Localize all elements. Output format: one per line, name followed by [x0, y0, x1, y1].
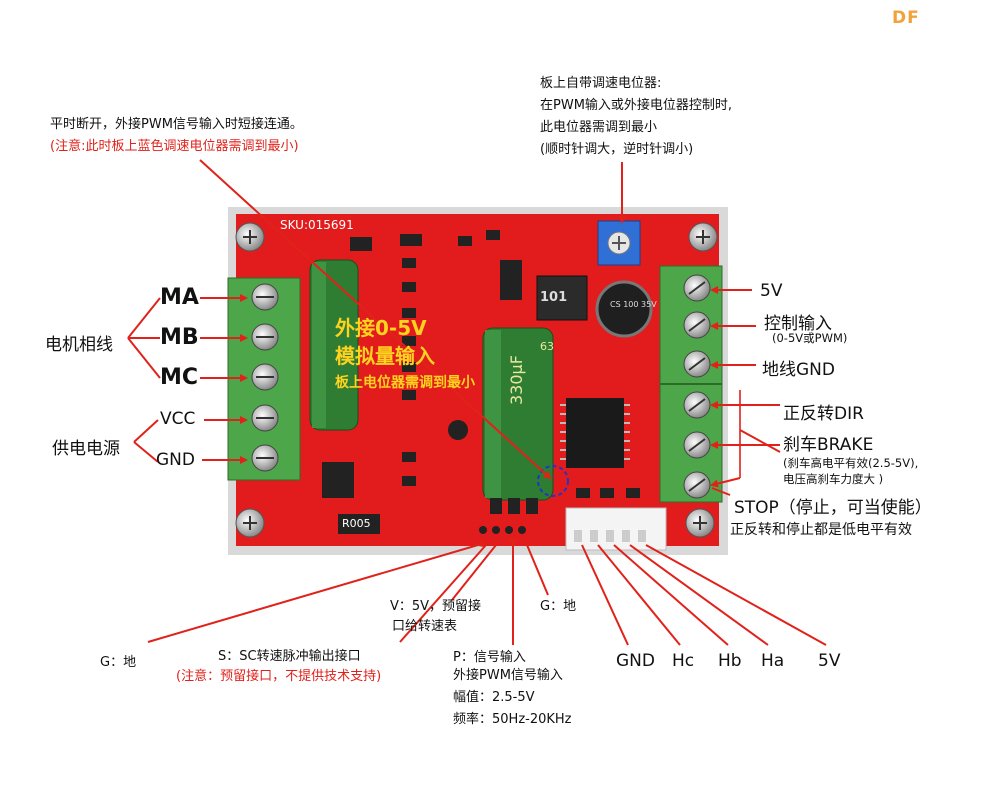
label-dir: 正反转DIR	[783, 404, 864, 424]
overlay-analog-note: 板上电位器需调到最小	[335, 375, 475, 391]
pwm-jumper-marker	[537, 465, 569, 497]
overlay-analog-title: 外接0-5V	[335, 316, 427, 340]
label-5v-right: 5V	[760, 281, 783, 301]
small-capacitor	[595, 280, 653, 338]
label-p-line2: 外接PWM信号输入	[453, 668, 563, 683]
label-low-active: 正反转和停止都是低电平有效	[730, 522, 912, 538]
mounting-screw	[235, 222, 265, 252]
label-control-input: 控制输入	[764, 314, 832, 334]
label-s-warning: (注意：预留接口，不提供技术支持)	[176, 669, 382, 684]
pcb-board	[236, 214, 719, 546]
hall-connector	[565, 507, 667, 551]
label-v-line2: 口给转速表	[392, 619, 458, 634]
terminal-screw	[683, 311, 711, 339]
mounting-screw	[235, 508, 265, 538]
inductor-label: 101	[540, 290, 568, 305]
label-mb: MB	[160, 325, 199, 350]
pot-note-line4: (顺时针调大，逆时针调小)	[540, 142, 694, 157]
bracket-motor	[127, 297, 161, 379]
label-g-right: G：地	[540, 599, 577, 614]
potentiometer-note: 板上自带调速电位器: 在PWM输入或外接电位器控制时, 此电位器需调到最小 (顺…	[540, 73, 732, 161]
brand-logo: DF	[892, 8, 920, 28]
label-stop: STOP（停止，可当使能）	[734, 498, 932, 518]
label-p-line4: 频率：50Hz-20KHz	[453, 712, 572, 727]
terminal-screw	[251, 323, 279, 351]
label-gnd-right: 地线GND	[762, 360, 835, 380]
terminal-screw	[683, 471, 711, 499]
label-hall-gnd: GND	[616, 651, 655, 671]
mounting-screw	[688, 222, 718, 252]
terminal-screw	[251, 283, 279, 311]
inductor	[536, 275, 588, 321]
terminal-screw	[683, 350, 711, 378]
label-hall-hb: Hb	[718, 651, 742, 671]
bracket-power	[133, 419, 159, 463]
label-hall-5v: 5V	[818, 651, 841, 671]
label-brake-note2: 电压高刹车力度大 )	[783, 472, 884, 486]
pot-note-line3: 此电位器需调到最小	[540, 120, 658, 135]
small-cap-label: CS 100 35V	[610, 300, 657, 309]
label-ma: MA	[160, 285, 199, 310]
speed-connector-pins	[468, 520, 536, 536]
label-vcc: VCC	[160, 409, 196, 429]
label-motor-phase: 电机相线	[45, 335, 113, 355]
label-mc: MC	[160, 365, 199, 390]
label-brake: 刹车BRAKE	[783, 435, 874, 455]
pot-note-line2: 在PWM输入或外接电位器控制时,	[540, 98, 733, 113]
callout-jumper	[199, 159, 552, 480]
label-control-range: (0-5V或PWM)	[772, 331, 848, 345]
label-p-line3: 幅值：2.5-5V	[453, 690, 535, 705]
label-hall-hc: Hc	[672, 651, 695, 671]
terminal-screw	[683, 274, 711, 302]
terminal-screw	[683, 391, 711, 419]
terminal-screw	[251, 444, 279, 472]
terminal-screw	[683, 431, 711, 459]
terminal-screw	[251, 404, 279, 432]
jumper-note-warning: (注意:此时板上蓝色调速电位器需调到最小)	[50, 139, 299, 154]
label-gnd-left: GND	[156, 450, 195, 470]
p-input-note: P：信号输入 外接PWM信号输入 幅值：2.5-5V 频率：50Hz-20KHz	[453, 647, 572, 731]
mounting-screw	[685, 508, 715, 538]
label-v-line1: V：5V，预留接	[390, 599, 482, 614]
label-s-line1: S：SC转速脉冲输出接口	[218, 649, 361, 664]
label-hall-ha: Ha	[761, 651, 785, 671]
cap-right-label: 330µF	[507, 355, 526, 405]
jumper-note: 平时断开，外接PWM信号输入时短接连通。 (注意:此时板上蓝色调速电位器需调到最…	[50, 114, 303, 158]
resistor-label: R005	[342, 517, 371, 530]
terminal-screw	[251, 363, 279, 391]
overlay-analog-subtitle: 模拟量输入	[335, 344, 435, 368]
label-g-left: G：地	[100, 655, 137, 670]
driver-ic	[566, 398, 624, 468]
pcb-sku: SKU:015691	[280, 218, 354, 232]
label-p-line1: P：信号输入	[453, 650, 526, 665]
jumper-note-line1: 平时断开，外接PWM信号输入时短接连通。	[50, 117, 303, 132]
shunt-resistor	[338, 514, 380, 534]
smd-components	[322, 230, 640, 514]
pot-note-title: 板上自带调速电位器:	[540, 76, 662, 91]
label-power-supply: 供电电源	[52, 439, 120, 459]
cap-voltage-label: 63	[540, 340, 554, 353]
label-brake-note1: (刹车高电平有效(2.5-5V),	[783, 456, 919, 470]
